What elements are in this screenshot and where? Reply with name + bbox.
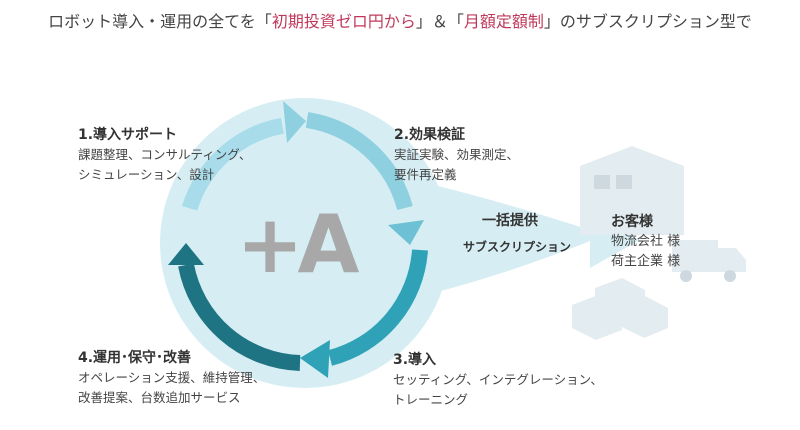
- headline-text: 」＆「: [415, 12, 464, 31]
- step-4-desc-line-1: オペレーション支援、維持管理、: [78, 370, 266, 385]
- cycle-arrowhead-3: [300, 340, 330, 378]
- step-1-desc-line-1: 課題整理、コンサルティング、: [78, 147, 252, 162]
- boxes-icon: [572, 278, 668, 340]
- step-1-desc-line-2: シミュレーション、設計: [78, 167, 215, 182]
- cycle-arc-3: [327, 249, 428, 366]
- step-1-title: 1.導入サポート: [78, 127, 178, 143]
- step-1-support: 1.導入サポート 課題整理、コンサルティング、 シミュレーション、設計: [78, 125, 251, 185]
- delivery-sub-label: サブスクリプション: [463, 240, 572, 254]
- step-3-introduction: 3.導入 セッティング、インテグレーション、 トレーニング: [393, 350, 603, 410]
- cycle-arrowhead-2: [388, 220, 424, 245]
- step-2-desc-line-1: 実証実験、効果測定、: [394, 147, 520, 162]
- step-3-desc-line-2: トレーニング: [393, 392, 469, 407]
- cycle-arc-2: [305, 112, 413, 211]
- truck-icon: [672, 240, 746, 282]
- customer-title: お客様: [611, 214, 653, 230]
- cycle-arrowhead-1: [283, 101, 306, 143]
- delivery-funnel: [405, 178, 605, 300]
- delivery-main-label: 一括提供: [482, 213, 538, 229]
- customer-line-2: 荷主企業 様: [611, 254, 681, 269]
- headline-text: 」のサブスクリプション型で: [543, 12, 752, 31]
- step-3-desc-line-1: セッティング、インテグレーション、: [393, 372, 603, 387]
- customer-block: お客様 物流会社 様 荷主企業 様: [611, 212, 680, 272]
- cycle-arc-1: [181, 117, 285, 211]
- plus-a-logo: +A: [237, 198, 360, 291]
- warehouse-icon: [580, 146, 684, 235]
- step-2-title: 2.効果検証: [394, 127, 466, 143]
- step-4-desc-line-2: 改善提案、台数追加サービス: [78, 390, 241, 405]
- cycle-halo: [160, 98, 450, 388]
- headline: ロボット導入・運用の全てを「初期投資ゼロ円から」＆「月額定額制」のサブスクリプシ…: [0, 8, 800, 32]
- headline-text: ロボット導入・運用の全てを「: [48, 12, 272, 31]
- customer-line-1: 物流会社 様: [611, 234, 681, 249]
- step-4-title: 4.運用･保守･改善: [78, 350, 192, 366]
- step-4-operation: 4.運用･保守･改善 オペレーション支援、維持管理、 改善提案、台数追加サービス: [78, 348, 265, 408]
- headline-highlight-initial-cost: 初期投資ゼロ円から: [271, 12, 416, 31]
- step-2-desc-line-2: 要件再定義: [394, 167, 457, 182]
- headline-highlight-monthly-fee: 月額定額制: [463, 12, 544, 31]
- step-2-verification: 2.効果検証 実証実験、効果測定、 要件再定義: [394, 125, 519, 185]
- cycle-arc-4: [178, 263, 301, 371]
- step-3-title: 3.導入: [393, 352, 437, 368]
- cycle-arrowhead-4: [168, 243, 204, 265]
